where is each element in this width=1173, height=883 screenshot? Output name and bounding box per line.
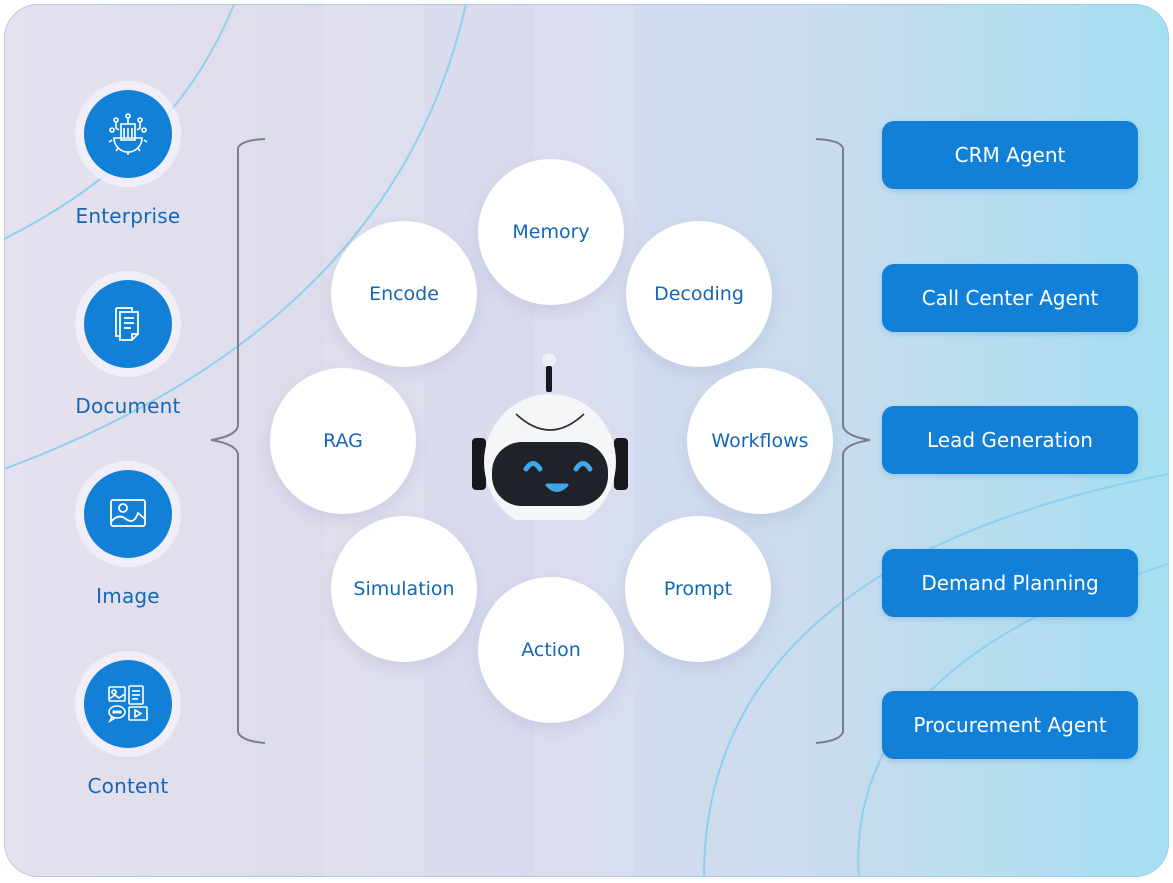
agent-demand-planning[interactable]: Demand Planning (882, 549, 1138, 617)
node-action: Action (478, 577, 624, 723)
source-label: Image (96, 584, 160, 608)
node-prompt: Prompt (625, 516, 771, 662)
robot-icon (472, 353, 628, 520)
node-decoding: Decoding (626, 221, 772, 367)
node-encode: Encode (331, 221, 477, 367)
source-label: Document (75, 394, 181, 418)
content-icon (84, 660, 172, 748)
node-memory: Memory (478, 159, 624, 305)
agent-crm[interactable]: CRM Agent (882, 121, 1138, 189)
left-brace (210, 138, 266, 744)
source-label: Content (87, 774, 169, 798)
agent-call-center[interactable]: Call Center Agent (882, 264, 1138, 332)
node-rag: RAG (270, 368, 416, 514)
node-workflows: Workflows (687, 368, 833, 514)
agent-lead-generation[interactable]: Lead Generation (882, 406, 1138, 474)
curve-line (4, 4, 467, 470)
node-simulation: Simulation (331, 516, 477, 662)
enterprise-icon (84, 90, 172, 178)
agent-procurement[interactable]: Procurement Agent (882, 691, 1138, 759)
source-label: Enterprise (75, 204, 181, 228)
image-icon (84, 470, 172, 558)
right-brace (815, 138, 871, 744)
curve-line (703, 473, 1169, 877)
document-icon (84, 280, 172, 368)
